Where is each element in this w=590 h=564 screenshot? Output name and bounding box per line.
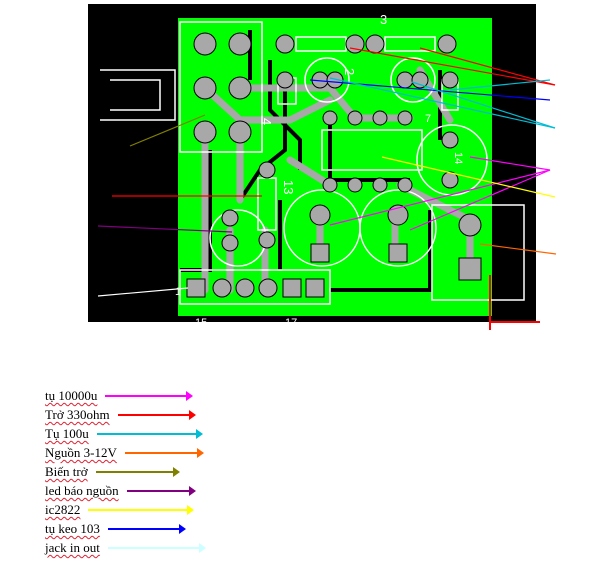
- label-ic: 3: [380, 12, 387, 27]
- pcb-board: [178, 18, 492, 316]
- label-r2: 2: [342, 68, 357, 75]
- legend-item: ic2822: [45, 502, 305, 521]
- label-pin7: 7: [425, 113, 431, 125]
- bottom-header: [179, 269, 331, 305]
- legend-item: Trở 330ohm: [45, 407, 305, 426]
- legend-label: tụ 10000u: [45, 388, 98, 403]
- pointer-arrows: [97, 47, 557, 297]
- legend-item: led báo nguồn: [45, 483, 305, 502]
- legend-item: Biến trở: [45, 464, 305, 483]
- board-edge: [489, 275, 540, 330]
- cap-10000u-mid: [359, 189, 437, 267]
- connector-top-left: [179, 21, 263, 153]
- legend-arrow: [95, 467, 180, 477]
- pads: [186, 32, 482, 298]
- legend-item: tụ 10000u: [45, 388, 305, 407]
- ic-outline: [321, 129, 423, 171]
- legend-item: tụ keo 103: [45, 521, 305, 540]
- power-connector: [431, 204, 525, 301]
- label-bottom-left: 15: [195, 317, 207, 329]
- label-ic-side: 4: [259, 118, 274, 125]
- jack-outline: [100, 69, 176, 121]
- legend-label: Nguồn 3-12V: [45, 445, 117, 460]
- pcb-layout-diagram: 3 2 4 13 7 14 1 15 17: [88, 4, 557, 330]
- legend-label: tụ keo 103: [45, 521, 100, 536]
- legend-label: jack in out: [45, 540, 100, 555]
- legend-arrow: [107, 524, 186, 534]
- legend-label: Biến trở: [45, 464, 88, 479]
- cap-100u-b: [390, 57, 436, 103]
- legend-arrow: [107, 543, 206, 553]
- silkscreen: [100, 21, 525, 305]
- legend-label: ic2822: [45, 502, 81, 517]
- label-bottom-mid: 17: [285, 317, 297, 329]
- cap-100u-a: [304, 57, 350, 103]
- legend-label: Trở 330ohm: [45, 407, 110, 422]
- label-pin1: 1: [175, 286, 181, 298]
- label-r13: 13: [281, 180, 296, 194]
- legend-arrow: [126, 486, 196, 496]
- legend-label: led báo nguồn: [45, 483, 119, 498]
- label-pin14: 14: [452, 152, 464, 164]
- resistor-r2-right: [384, 36, 436, 52]
- legend-arrow: [117, 410, 196, 420]
- legend-item: Nguồn 3-12V: [45, 445, 305, 464]
- legend-arrow: [124, 448, 204, 458]
- silk-labels: 3 2 4 13 7 14 1 15 17: [175, 12, 464, 329]
- legend-arrow: [105, 391, 194, 401]
- legend-item: Tụ 100u: [45, 426, 305, 445]
- legend-arrow: [88, 505, 195, 515]
- legend-arrow: [96, 429, 203, 439]
- legend-item: jack in out: [45, 540, 305, 559]
- legend-label: Tụ 100u: [45, 426, 89, 441]
